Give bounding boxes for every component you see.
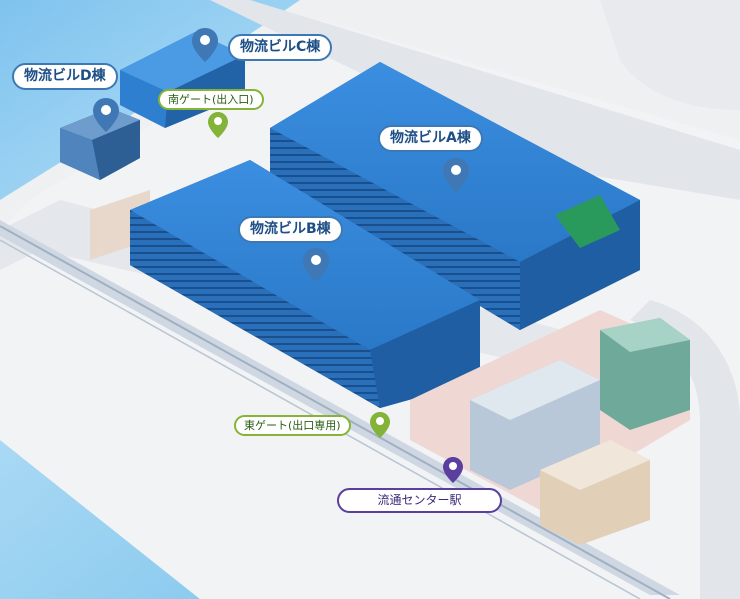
map-pin-icon xyxy=(192,28,218,62)
building-a-label[interactable]: 物流ビルA棟 xyxy=(378,125,483,152)
map-pin-icon xyxy=(370,412,390,438)
ramp-right xyxy=(630,300,740,599)
map-pin-icon xyxy=(443,158,469,192)
station-complex xyxy=(410,310,690,545)
south-gate-label[interactable]: 南ゲート(出入口) xyxy=(158,89,264,110)
station-label[interactable]: 流通センター駅 xyxy=(337,488,502,513)
road-upper xyxy=(210,0,740,200)
map-pin-icon xyxy=(443,457,463,483)
building-c-label[interactable]: 物流ビルC棟 xyxy=(228,34,333,61)
map-pin-icon xyxy=(93,98,119,132)
building-b-label[interactable]: 物流ビルB棟 xyxy=(238,216,343,243)
railway xyxy=(0,220,680,595)
map-pin-icon xyxy=(208,112,228,138)
road-curve xyxy=(600,0,740,110)
map-pin-icon xyxy=(303,248,329,282)
east-gate-label[interactable]: 東ゲート(出口専用) xyxy=(234,415,351,436)
building-d-label[interactable]: 物流ビルD棟 xyxy=(12,63,118,90)
